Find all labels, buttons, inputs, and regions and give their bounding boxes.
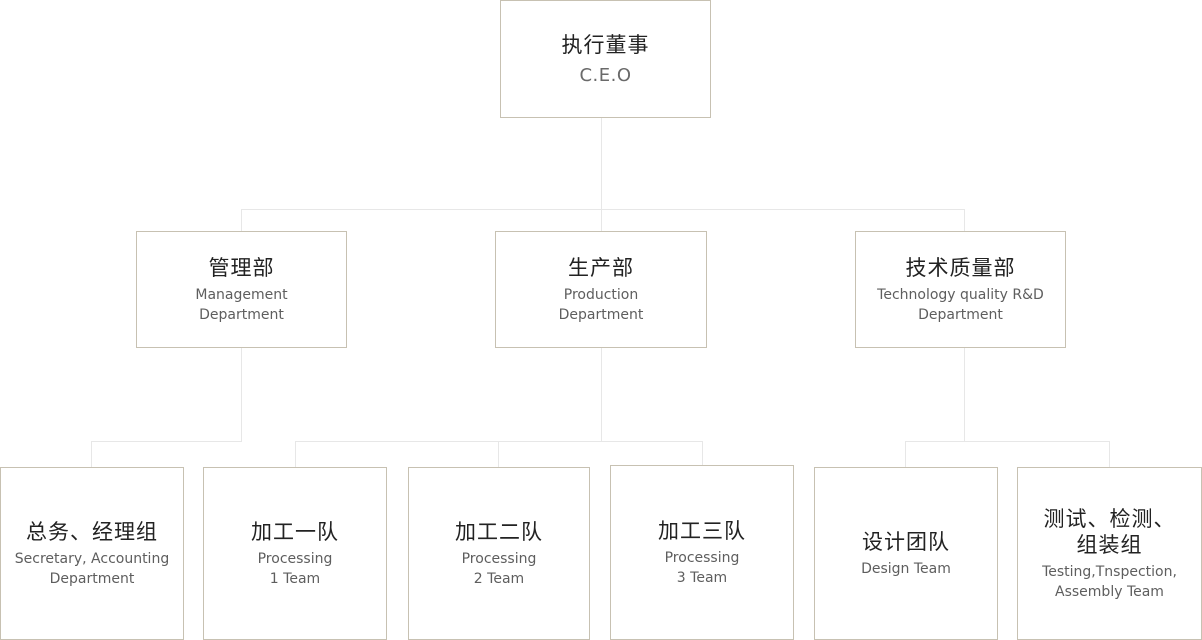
connector-technology-down [964, 348, 965, 442]
department-management-box: 管理部 Management Department [136, 231, 347, 348]
connector-ceo-down [601, 118, 602, 210]
team-title-en: Secretary, Accounting Department [14, 550, 170, 587]
department-title-en: Management Department [195, 286, 288, 323]
connector-team5-up [905, 441, 906, 467]
connector-team3-up [498, 441, 499, 467]
department-production-box: 生产部 Production Department [495, 231, 707, 348]
department-title-en: Production Department [558, 286, 644, 323]
connector-team6-up [1109, 441, 1110, 467]
team-title-zh: 加工一队 [251, 519, 339, 544]
team-title-zh: 加工二队 [455, 519, 543, 544]
connector-team2-up [295, 441, 296, 467]
team-title-en: Design Team [861, 560, 951, 577]
connector-production-bus [295, 441, 703, 442]
department-title-en: Technology quality R&D Department [877, 286, 1044, 323]
connector-dept3-up [964, 209, 965, 231]
department-title-zh: 管理部 [208, 255, 275, 280]
connector-dept1-up [241, 209, 242, 231]
team-secretary-accounting-box: 总务、经理组 Secretary, Accounting Department [0, 467, 184, 640]
connector-dept-bus [241, 209, 965, 210]
connector-team4-up [702, 441, 703, 465]
team-title-zh: 加工三队 [658, 518, 746, 543]
connector-technology-bus [905, 441, 1110, 442]
team-title-en: Processing 3 Team [664, 549, 740, 586]
team-processing-1-box: 加工一队 Processing 1 Team [203, 467, 387, 640]
department-technology-box: 技术质量部 Technology quality R&D Department [855, 231, 1066, 348]
team-design-box: 设计团队 Design Team [814, 467, 998, 640]
team-title-zh: 设计团队 [862, 529, 950, 554]
connector-team1-up [91, 441, 92, 467]
team-title-en: Testing,Tnspection, Assembly Team [1042, 563, 1177, 600]
ceo-title-zh: 执行董事 [561, 33, 650, 57]
team-processing-2-box: 加工二队 Processing 2 Team [408, 467, 590, 640]
team-title-en: Processing 1 Team [257, 550, 333, 587]
connector-management-down [241, 348, 242, 442]
team-processing-3-box: 加工三队 Processing 3 Team [610, 465, 794, 640]
connector-production-down [601, 348, 602, 442]
ceo-box: 执行董事 C.E.O [500, 0, 711, 118]
connector-management-bus [91, 441, 242, 442]
team-title-zh: 测试、检测、 组装组 [1043, 506, 1176, 557]
team-testing-assembly-box: 测试、检测、 组装组 Testing,Tnspection, Assembly … [1017, 467, 1202, 640]
department-title-zh: 生产部 [568, 255, 634, 280]
ceo-title-en: C.E.O [579, 65, 632, 86]
connector-dept2-up [601, 209, 602, 231]
department-title-zh: 技术质量部 [905, 255, 1016, 280]
team-title-zh: 总务、经理组 [26, 519, 158, 544]
team-title-en: Processing 2 Team [461, 550, 537, 587]
